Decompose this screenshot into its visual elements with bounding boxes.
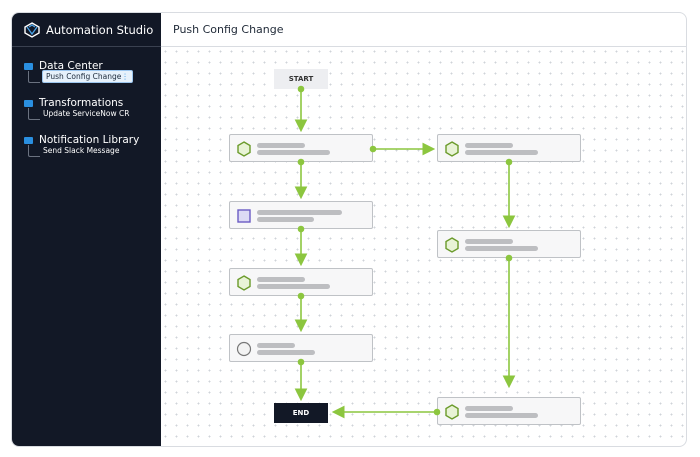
- placeholder-bar: [465, 143, 513, 148]
- task-node[interactable]: [437, 134, 581, 162]
- placeholder-bar: [257, 277, 305, 282]
- placeholder-bar: [465, 239, 513, 244]
- manual-task-icon: [236, 341, 252, 361]
- folder-data-center[interactable]: Data Center: [24, 60, 161, 72]
- task-node[interactable]: [229, 334, 373, 362]
- placeholder-bar: [257, 217, 314, 222]
- task-node[interactable]: [437, 397, 581, 425]
- task-icon: [444, 141, 460, 161]
- placeholder-bar: [465, 150, 538, 155]
- placeholder-bar: [257, 350, 315, 355]
- placeholder-bar: [257, 210, 342, 215]
- folder-transformations[interactable]: Transformations: [24, 97, 161, 109]
- notification-item[interactable]: Send Slack Message: [28, 145, 119, 157]
- workflow-item-push-config-change[interactable]: Push Config Change⋮: [28, 70, 133, 83]
- folder-icon: [24, 136, 33, 144]
- transformation-icon: [236, 208, 252, 228]
- task-icon: [444, 237, 460, 257]
- brand: Automation Studio: [12, 13, 161, 47]
- task-node[interactable]: [229, 134, 373, 162]
- placeholder-bar: [257, 284, 330, 289]
- transformation-item[interactable]: Update ServiceNow CR: [28, 108, 129, 120]
- start-node[interactable]: START: [274, 69, 328, 89]
- app-title: Automation Studio: [46, 22, 154, 37]
- placeholder-bar: [465, 413, 538, 418]
- sidebar: Automation Studio Data Center Push Confi…: [12, 13, 161, 446]
- task-node[interactable]: [437, 230, 581, 258]
- task-node[interactable]: [229, 268, 373, 296]
- task-icon: [236, 275, 252, 295]
- placeholder-bar: [257, 150, 330, 155]
- folder-icon: [24, 62, 33, 70]
- task-icon: [236, 141, 252, 161]
- end-node[interactable]: END: [274, 403, 328, 423]
- placeholder-bar: [465, 406, 513, 411]
- task-icon: [444, 404, 460, 424]
- more-options-icon[interactable]: ⋮: [121, 72, 129, 81]
- placeholder-bar: [257, 143, 305, 148]
- placeholder-bar: [465, 246, 538, 251]
- folder-notification-library[interactable]: Notification Library: [24, 134, 161, 146]
- folder-icon: [24, 99, 33, 107]
- placeholder-bar: [257, 343, 295, 348]
- workflow-canvas[interactable]: [160, 46, 687, 446]
- logo-icon: [24, 21, 40, 38]
